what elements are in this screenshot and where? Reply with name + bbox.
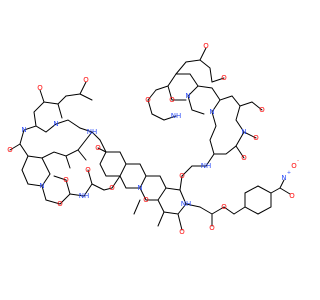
nitro-oxygen-2: O — [291, 162, 297, 170]
right-oxygen-a: O — [203, 42, 209, 50]
left-ring-nitrogen-2: N — [21, 126, 26, 134]
left-ring-nh: NH — [79, 192, 90, 200]
left-ring-nitrogen-3: N — [39, 182, 44, 190]
left-ring-nitrogen-1: N — [53, 120, 58, 128]
amide-oxygen-left: O — [95, 144, 101, 152]
quinone-oxygen: O — [179, 228, 185, 236]
nitro-nitrogen: N — [281, 174, 286, 182]
carbamate-nh: NH — [181, 200, 192, 208]
amide-oxygen-center: O — [179, 172, 185, 180]
right-lactone-oxygen: O — [169, 96, 175, 104]
phenoxazine-nitrogen: N — [137, 184, 142, 192]
phenoxazine-oxygen: O — [143, 196, 149, 204]
carbamate-oxygen-ester: O — [221, 203, 227, 211]
left-oxygen-b: O — [83, 76, 89, 84]
left-lactone-carbonyl-oxygen: O — [85, 166, 91, 174]
left-oxygen-a: O — [37, 84, 43, 92]
amide-nh-right: NH — [201, 162, 212, 170]
nitro-minus-charge: - — [297, 158, 299, 164]
right-lactone-carbonyl-oxygen: O — [241, 154, 247, 162]
right-oxygen-b: O — [221, 74, 227, 82]
nitro-plus-charge: + — [287, 170, 291, 176]
right-ring-nh: NH — [171, 112, 182, 120]
right-oxygen-c: O — [259, 106, 265, 114]
right-ring-nitrogen-2: N — [185, 92, 190, 100]
right-ring-nitrogen-3: N — [241, 128, 246, 136]
atom-labels: N + O O - O O NH O N O O NH O NH N N N N… — [7, 42, 299, 236]
chemical-structure-canvas: N + O O - O O NH O N O O NH O NH N N N N… — [7, 42, 299, 236]
left-oxygen-d: O — [57, 200, 63, 208]
right-oxygen-e: O — [145, 96, 151, 104]
bond-skeleton — [9, 47, 291, 231]
right-ring-nitrogen-1: N — [209, 108, 214, 116]
left-oxygen-c: O — [7, 146, 13, 154]
nitro-oxygen-1: O — [289, 192, 295, 200]
left-lactone-oxygen: O — [63, 176, 69, 184]
amide-nh-left: NH — [87, 128, 98, 136]
molecule-drawing: N + O O - O O NH O N O O NH O NH N N N N… — [7, 42, 299, 236]
right-oxygen-d: O — [253, 134, 259, 142]
carbamate-oxygen-carbonyl: O — [209, 224, 215, 232]
left-ester-oxygen: O — [109, 184, 115, 192]
